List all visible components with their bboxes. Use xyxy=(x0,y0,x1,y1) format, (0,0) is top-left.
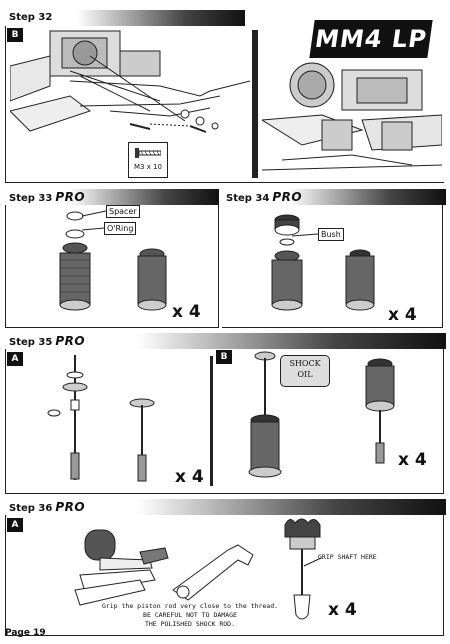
step-33-pro: PRO xyxy=(55,190,86,204)
step-32-title: Step 32 xyxy=(9,12,53,23)
shaft-grip-diagram xyxy=(284,518,321,620)
step-36-note-line1: Grip the piston rod very close to the th… xyxy=(101,602,279,610)
callout-lines-33 xyxy=(81,210,107,231)
step-32-divider xyxy=(252,30,258,178)
shock-wrench xyxy=(172,544,254,601)
shock-oil-bottle: SHOCK OIL xyxy=(280,355,330,387)
shock-body-with-bush xyxy=(271,214,303,311)
step-33-title: Step 33 xyxy=(9,193,53,204)
step-34-title: Step 34 xyxy=(226,193,270,204)
step-34-pro: PRO xyxy=(272,190,303,204)
step-35-badge-b: B xyxy=(216,350,232,364)
grip-shaft-note: GRIP SHAFT HERE xyxy=(318,553,377,561)
step-35-pro: PRO xyxy=(55,334,86,348)
page-number: Page 19 xyxy=(5,628,46,638)
piston-rod-assembled xyxy=(129,398,155,482)
screw-callout: M3 x 10 xyxy=(128,142,168,178)
step-36-note-line2: BE CAREFUL NOT TO DAMAGE xyxy=(143,611,237,619)
step-36-pro: PRO xyxy=(55,500,86,514)
shock-rod-insertion xyxy=(248,351,282,478)
step-36-panel xyxy=(5,515,444,636)
callout-line-34 xyxy=(291,233,319,237)
step-34-panel xyxy=(222,205,443,328)
step-35-quantity-b: x 4 xyxy=(398,450,427,470)
shock-body-with-spacer xyxy=(59,211,91,311)
spacer-label: Spacer xyxy=(106,205,140,218)
shock-body-plain xyxy=(137,248,167,311)
screw-size-label: M3 x 10 xyxy=(134,163,162,171)
step-35-divider xyxy=(210,356,213,486)
step-35-badge-a: A xyxy=(7,352,23,366)
shock-body-bushed xyxy=(345,249,375,311)
step-33-quantity: x 4 xyxy=(172,302,201,322)
step-32-header: Step 32 xyxy=(5,10,245,26)
step-36-quantity: x 4 xyxy=(328,600,357,620)
oring-label: O'Ring xyxy=(104,222,137,235)
step-36-title: Step 36 xyxy=(9,503,53,514)
chassis-assembled-drawing xyxy=(262,62,442,171)
step-36-badge: A xyxy=(7,518,23,532)
chassis-rear-drawing xyxy=(10,30,250,133)
step-36-note-line3: THE POLISHED SHOCK ROD. xyxy=(144,620,235,628)
shock-assembled-35 xyxy=(365,358,395,464)
grip-callout-line xyxy=(303,557,322,567)
piston-rod-exploded xyxy=(47,355,88,480)
brand-logo: MM4 LP xyxy=(309,20,433,58)
step-35-quantity-a: x 4 xyxy=(175,467,204,487)
pliers-gripping-rod xyxy=(74,529,169,606)
step-32-badge: B xyxy=(7,28,23,42)
bush-label: Bush xyxy=(318,228,344,241)
shock-oil-line1: SHOCK xyxy=(289,359,321,368)
shock-oil-line2: OIL xyxy=(297,370,313,379)
step-34-quantity: x 4 xyxy=(388,305,417,325)
step-35-title: Step 35 xyxy=(9,337,53,348)
screw-icon xyxy=(135,148,161,158)
